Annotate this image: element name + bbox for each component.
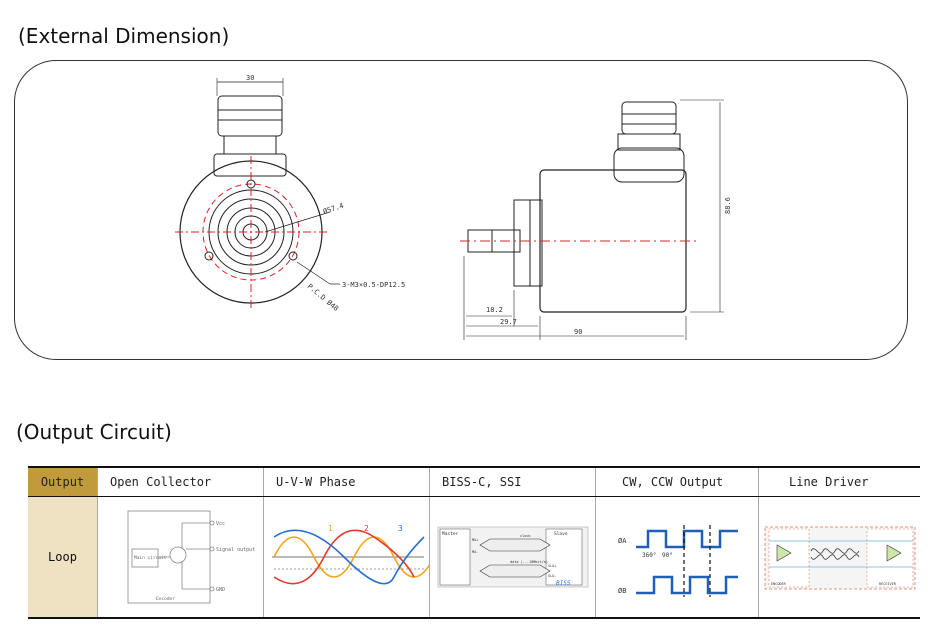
header-open-collector: Open Collector — [97, 468, 263, 496]
header-biss-ssi: BISS-C, SSI — [429, 468, 595, 496]
dim-90-label: 90 — [574, 328, 582, 336]
cw-a: ØA — [618, 537, 627, 545]
loop-label-cell: Loop — [28, 497, 97, 617]
ld-encoder: ENCODER — [771, 582, 787, 586]
cell-cw-ccw: ØA ØB 360° 90° — [595, 497, 758, 617]
front-view — [175, 78, 340, 308]
ld-receiver: RECEIVER — [879, 582, 897, 586]
side-view — [460, 99, 724, 340]
header-uvw-phase: U-V-W Phase — [263, 468, 429, 496]
oc-encoder: Encoder — [156, 596, 175, 602]
uvw-label-1: 1 — [328, 524, 333, 533]
dim-88-label: 88.6 — [724, 197, 732, 214]
header-output-cell: Output — [28, 468, 97, 496]
table-body-row: Loop Vcc Signal — [28, 496, 920, 619]
biss-data: data (...10Mbit/s) — [510, 560, 548, 564]
biss-master: Master — [442, 531, 459, 537]
uvw-label-3: 3 — [398, 524, 403, 533]
cw-90: 90° — [662, 552, 673, 559]
table-header-row: Output Open Collector U-V-W Phase BISS-C… — [28, 466, 920, 498]
cell-biss-ssi: Master Slave MA+ MA- clock data (...10Mb… — [429, 497, 595, 617]
open-collector-diagram: Vcc Signal output GND Main circuit Encod… — [127, 510, 255, 604]
output-circuit-heading: (Output Circuit) — [16, 420, 172, 444]
cell-uvw-phase: 1 2 3 — [263, 497, 435, 617]
output-circuit-table: Output Open Collector U-V-W Phase BISS-C… — [28, 466, 920, 619]
biss-diagram: Master Slave MA+ MA- clock data (...10Mb… — [437, 526, 589, 588]
biss-clock: clock — [520, 534, 531, 538]
biss-ma-p: MA+ — [472, 538, 478, 542]
biss-logo: BISS — [556, 580, 571, 587]
dim-30-label: 30 — [246, 74, 254, 82]
dim-d57-label: Ø57.4 — [322, 202, 345, 216]
oc-main: Main circuit — [134, 555, 167, 561]
dim-18-label: 18.2 — [486, 306, 503, 314]
loop-label: Loop — [48, 550, 77, 564]
biss-slo-m: SLO- — [548, 574, 556, 578]
biss-slo-p: SLO+ — [548, 564, 556, 568]
oc-gnd: GND — [216, 587, 225, 593]
header-line-driver: Line Driver — [758, 468, 920, 496]
dim-29-label: 29.7 — [500, 318, 517, 326]
cw-b: ØB — [618, 587, 626, 595]
oc-vcc: Vcc — [216, 521, 225, 527]
uvw-label-2: 2 — [364, 524, 369, 533]
cw-360: 360° — [642, 552, 656, 559]
line-driver-diagram: ENCODER RECEIVER — [764, 526, 916, 590]
cw-ccw-diagram: ØA ØB 360° 90° — [618, 525, 738, 597]
biss-ma-m: MA- — [472, 550, 478, 554]
uvw-phase-diagram: 1 2 3 — [272, 524, 435, 585]
dimension-drawing: 30 Ø57.4 3-M3×0.5-DP12.5 P.C.D Ø48 18.2 … — [175, 74, 732, 340]
oc-signal: Signal output — [216, 547, 255, 553]
biss-slave: Slave — [554, 531, 568, 537]
header-cw-ccw: CW, CCW Output — [595, 468, 758, 496]
cell-line-driver: ENCODER RECEIVER — [758, 497, 920, 617]
external-dimension-heading: (External Dimension) — [18, 24, 230, 48]
dim-pcd-label: P.C.D Ø48 — [306, 282, 340, 313]
dim-holes-label: 3-M3×0.5-DP12.5 — [342, 281, 405, 289]
cell-open-collector: Vcc Signal output GND Main circuit Encod… — [97, 497, 263, 617]
dimension-frame — [14, 60, 908, 360]
